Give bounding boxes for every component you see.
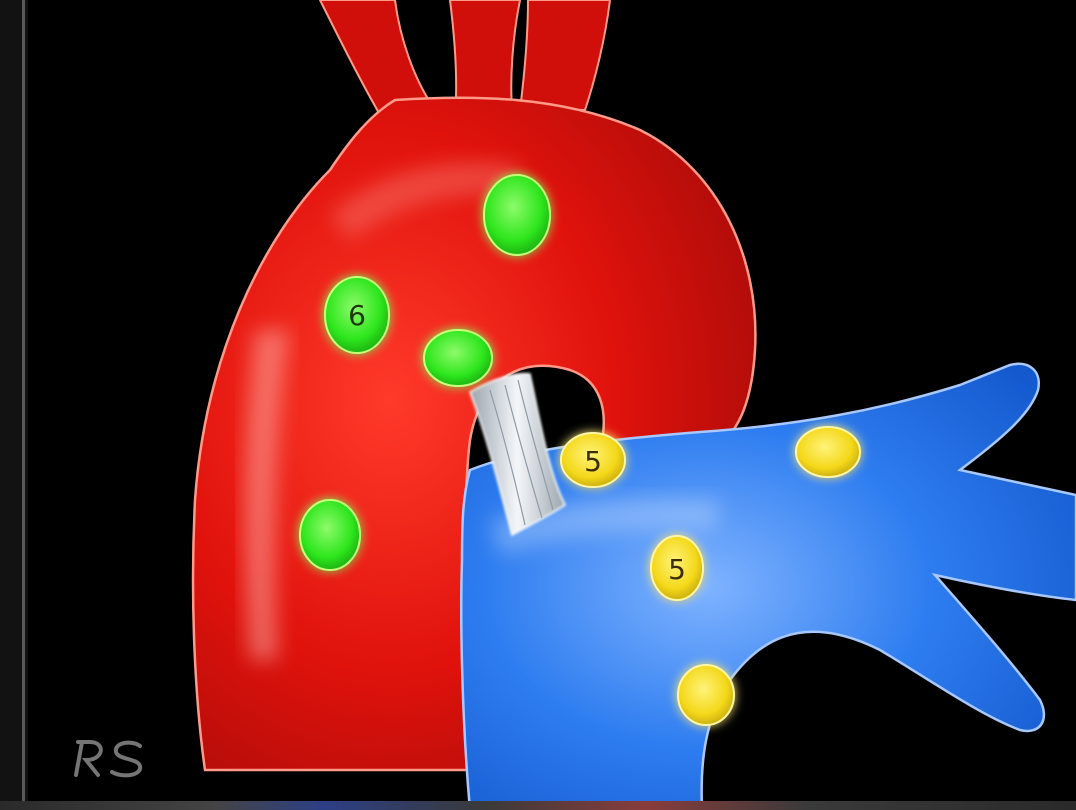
- green-marker-2: 6: [325, 277, 389, 353]
- yellow-marker-1: 5: [561, 433, 625, 487]
- yellow-marker-3-label: 5: [668, 553, 686, 586]
- yellow-marker-1-label: 5: [584, 445, 602, 478]
- pulmonary-artery: [461, 364, 1076, 810]
- pulmonary-trunk: [461, 364, 1076, 810]
- green-marker-3: [424, 330, 492, 386]
- aorta-branch-right: [520, 0, 610, 110]
- yellow-marker-4: [678, 665, 734, 725]
- bottom-strip: [0, 801, 1076, 810]
- signature-logo: [76, 742, 140, 775]
- yellow-marker-3: 5: [651, 536, 703, 600]
- yellow-marker-2: [796, 427, 860, 477]
- green-marker-2-label: 6: [348, 299, 366, 332]
- green-marker-1: [484, 175, 550, 255]
- green-marker-4: [300, 500, 360, 570]
